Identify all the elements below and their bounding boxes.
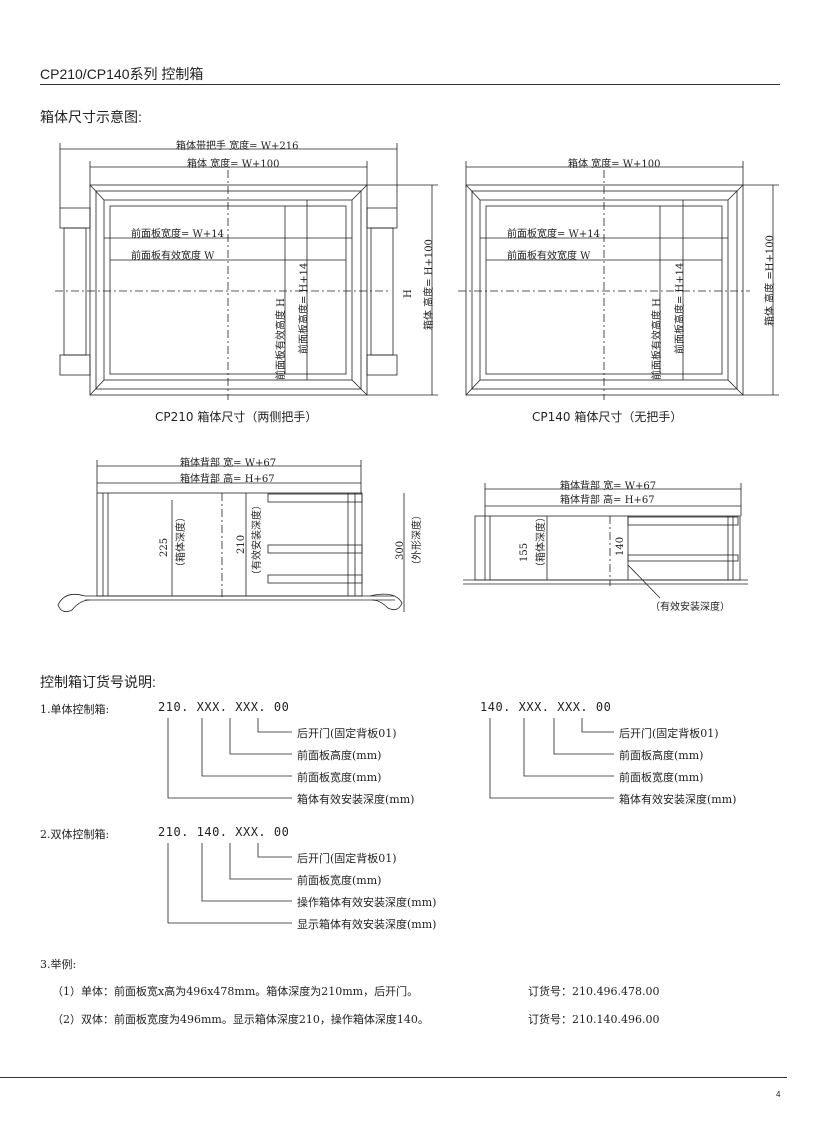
- side210-d210-label: （有效安装深度）: [252, 500, 263, 580]
- side140-d140-label: （有效安装深度）: [650, 602, 730, 613]
- example-label: 3.举例:: [40, 958, 77, 971]
- cp140-panel-eff-width-label: 前面板有效宽度 W: [507, 251, 591, 262]
- example-1-order: 订货号：210.496.478.00: [528, 985, 660, 998]
- example-2-order: 订货号：210.140.496.00: [528, 1013, 660, 1026]
- order-brackets-single-140: [489, 718, 614, 799]
- cp140-front-view: [458, 161, 779, 400]
- single-140-item: 前面板宽度(mm): [619, 771, 704, 784]
- single-210-item: 箱体有效安装深度(mm): [297, 793, 415, 806]
- side210-d225: 225: [159, 537, 170, 557]
- side210-d210: 210: [236, 534, 247, 554]
- single-210-item: 前面板高度(mm): [297, 749, 382, 762]
- cp210-panel-eff-height-label: 前面板有效高度 H: [276, 298, 287, 380]
- page-number: 4: [776, 1090, 781, 1099]
- order-brackets-double: [167, 843, 292, 924]
- double-item: 显示箱体有效安装深度(mm): [297, 918, 437, 931]
- side140-back-width-label: 箱体背部 宽= W+67: [560, 481, 657, 492]
- side210-back-width-label: 箱体背部 宽= W+67: [180, 458, 277, 469]
- cp210-panel-eff-width-label: 前面板有效宽度 W: [131, 251, 215, 262]
- side210-d225-label: （箱体深度）: [176, 512, 187, 572]
- double-item: 操作箱体有效安装深度(mm): [297, 896, 437, 909]
- single-code-140: 140. XXX. XXX. 00: [480, 700, 612, 714]
- cp210-side-view: [57, 460, 405, 613]
- cp140-box-width-label: 箱体 宽度= W+100: [568, 159, 661, 170]
- cp210-panel-height-label: 前面板高度= H+14: [299, 262, 310, 354]
- cp210-caption: CP210 箱体尺寸（两侧把手）: [155, 410, 318, 424]
- example-2-text: （2）双体：前面板宽度为496mm。显示箱体深度210，操作箱体深度140。: [52, 1013, 429, 1026]
- cp210-h-mark: H: [403, 289, 414, 298]
- order-section-title: 控制箱订货号说明:: [40, 674, 156, 690]
- order-brackets-single-210: [167, 718, 292, 799]
- cp140-panel-width-label: 前面板宽度= W+14: [507, 229, 600, 240]
- page-header-title: CP210/CP140系列 控制箱: [40, 66, 204, 82]
- double-item: 后开门(固定背板01): [297, 852, 397, 865]
- double-item: 前面板宽度(mm): [297, 874, 382, 887]
- side140-d155-label: （箱体深度）: [536, 512, 547, 572]
- cp210-panel-width-label: 前面板宽度= W+14: [131, 229, 224, 240]
- side210-d300: 300: [395, 540, 406, 560]
- single-140-item: 后开门(固定背板01): [619, 727, 719, 740]
- cp140-box-height-label: 箱体 高度 =H+100: [765, 235, 776, 326]
- side140-d155: 155: [519, 542, 530, 562]
- single-code-210: 210. XXX. XXX. 00: [158, 700, 290, 714]
- single-210-item: 后开门(固定背板01): [297, 727, 397, 740]
- cp140-panel-eff-height-label: 前面板有效高度 H: [652, 298, 663, 380]
- cp140-panel-height-label: 前面板高度= H+14: [675, 262, 686, 354]
- header-divider: [40, 84, 780, 85]
- side140-back-height-label: 箱体背部 高= H+67: [560, 495, 655, 506]
- single-140-item: 箱体有效安装深度(mm): [619, 793, 737, 806]
- double-label: 2.双体控制箱:: [40, 828, 110, 841]
- single-140-item: 前面板高度(mm): [619, 749, 704, 762]
- cp210-handle-width-label: 箱体带把手 宽度= W+216: [176, 141, 299, 152]
- footer-divider: [0, 1077, 787, 1078]
- single-210-item: 前面板宽度(mm): [297, 771, 382, 784]
- double-code: 210. 140. XXX. 00: [158, 825, 290, 839]
- side140-d140: 140: [615, 536, 626, 556]
- example-1-text: （1）单体：前面板宽x高为496x478mm。箱体深度为210mm，后开门。: [52, 985, 419, 998]
- cp210-box-height-label: 箱体 高度= H+100: [424, 239, 435, 330]
- side210-d300-label: （外形深度）: [412, 510, 423, 570]
- diagram-section-title: 箱体尺寸示意图:: [40, 109, 142, 125]
- side210-back-height-label: 箱体背部 高= H+67: [180, 474, 275, 485]
- cp140-side-view: [463, 483, 748, 599]
- single-label: 1.单体控制箱:: [40, 703, 110, 716]
- cp140-caption: CP140 箱体尺寸（无把手）: [532, 410, 683, 424]
- cp210-box-width-label: 箱体 宽度= W+100: [187, 159, 280, 170]
- cp210-front-view: [55, 143, 438, 400]
